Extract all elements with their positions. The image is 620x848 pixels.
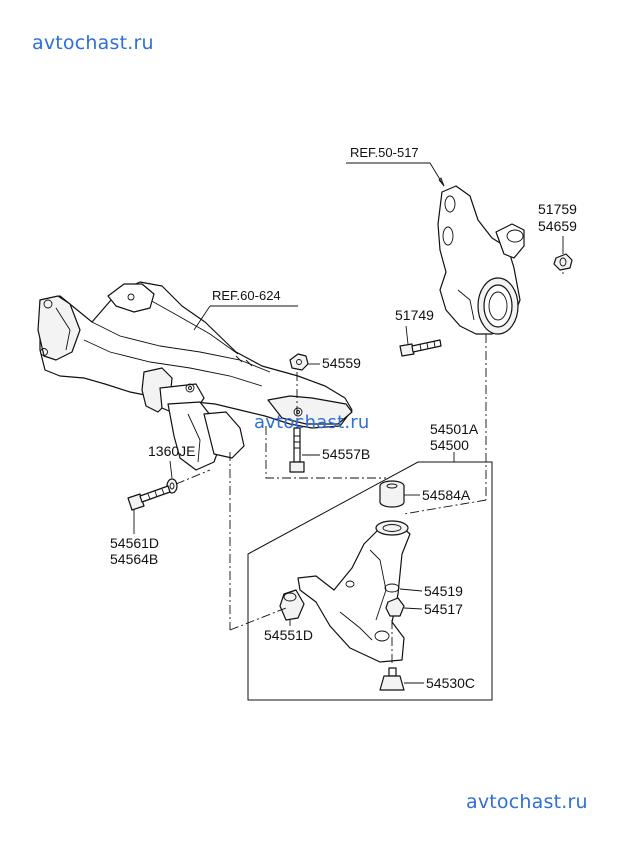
ball-joint-boot[interactable]	[385, 597, 405, 617]
label-54519: 54519	[424, 583, 463, 599]
snap-ring[interactable]	[384, 583, 400, 593]
lower-control-arm[interactable]	[297, 520, 411, 663]
knuckle-bolt[interactable]	[399, 339, 442, 357]
assembly-box	[247, 461, 493, 701]
label-54530C: 54530C	[426, 675, 475, 691]
vertical-bolt[interactable]	[289, 427, 305, 473]
label-51749: 51749	[395, 307, 434, 323]
label-54584A: 54584A	[422, 487, 471, 503]
ref-crossmember-label: REF.60-624	[212, 288, 281, 303]
ref-knuckle-label: REF.50-517	[350, 145, 419, 160]
watermark-top-left: avtochast.ru	[32, 32, 154, 54]
watermark-bottom-right: avtochast.ru	[466, 791, 588, 813]
crossmember-subframe[interactable]	[37, 281, 353, 471]
label-54551D: 54551D	[264, 627, 313, 643]
dash-line-bolt-vertical	[265, 426, 386, 479]
watermark-center: avtochast.ru	[254, 412, 370, 433]
knuckle-nut[interactable]	[553, 253, 573, 271]
ball-joint[interactable]	[379, 667, 405, 691]
dash-line-bolt	[403, 499, 487, 515]
label-54517: 54517	[424, 601, 463, 617]
dash-line-left2	[229, 607, 287, 631]
label-1360JE: 1360JE	[148, 443, 195, 459]
dash-line-washer	[175, 469, 211, 485]
vertical-bushing[interactable]	[379, 480, 405, 508]
label-54659: 54659	[538, 218, 577, 234]
horizontal-bushing[interactable]	[279, 589, 305, 621]
label-54559: 54559	[322, 355, 361, 371]
label-54564B: 54564B	[110, 551, 158, 567]
label-54500: 54500	[430, 437, 469, 453]
label-54501A: 54501A	[430, 421, 479, 437]
label-51759: 51759	[538, 201, 577, 217]
crossmember-nut[interactable]	[289, 353, 309, 371]
label-54557B: 54557B	[322, 446, 370, 462]
mounting-bolt[interactable]	[127, 485, 171, 511]
steering-knuckle[interactable]	[437, 185, 525, 335]
label-54561D: 54561D	[110, 535, 159, 551]
